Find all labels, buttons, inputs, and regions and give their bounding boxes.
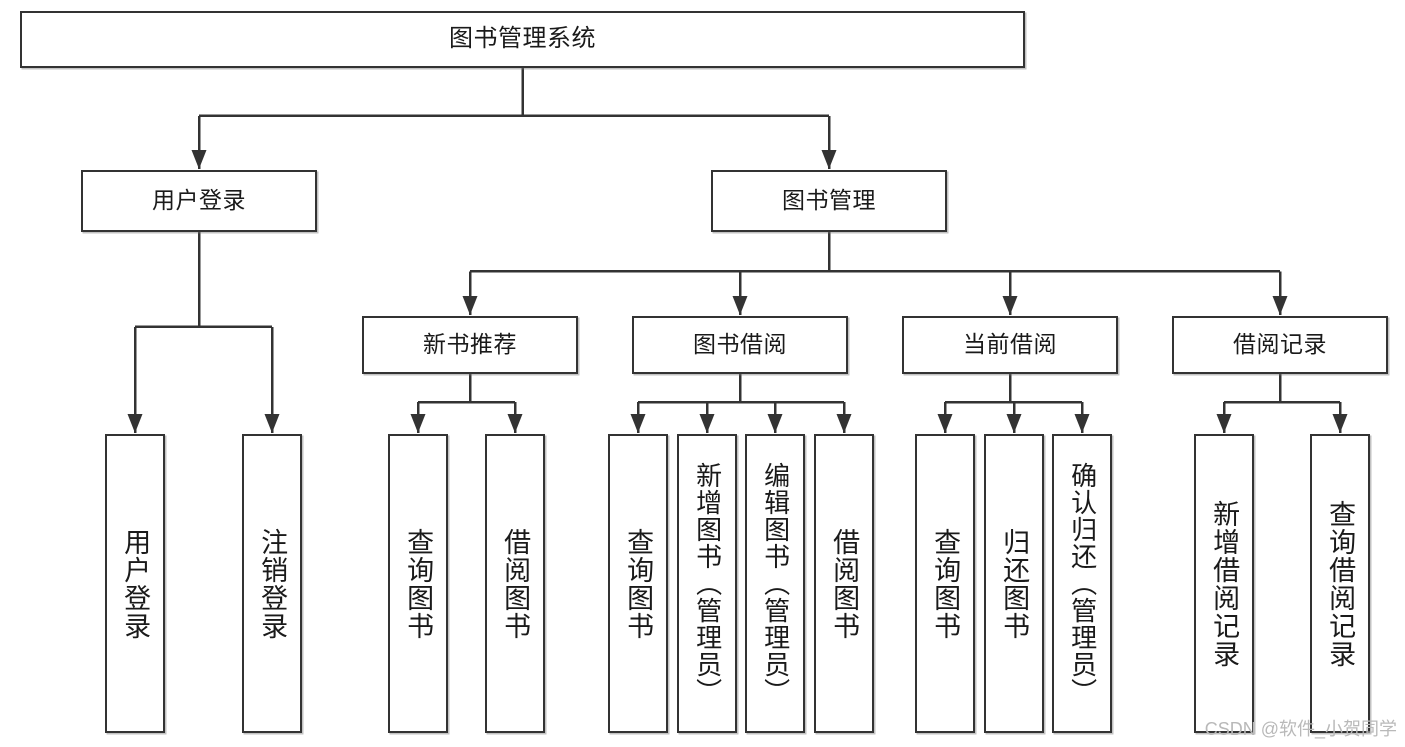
node-borrow-record[interactable]: 借阅记录: [1172, 316, 1388, 374]
node-leaf-query-book-1[interactable]: 查询图书: [388, 434, 448, 733]
node-root[interactable]: 图书管理系统: [20, 11, 1025, 68]
node-label: 图书管理系统: [449, 25, 596, 53]
node-current-borrow[interactable]: 当前借阅: [902, 316, 1118, 374]
node-label: 新增图书（管理员）: [692, 462, 723, 705]
node-label: 当前借阅: [963, 331, 1057, 358]
node-label: 编辑图书（管理员）: [760, 462, 791, 705]
node-label: 新增借阅记录: [1209, 499, 1240, 668]
node-label: 查询借阅记录: [1325, 499, 1356, 668]
node-label: 查询图书: [403, 527, 434, 640]
node-leaf-query-record[interactable]: 查询借阅记录: [1310, 434, 1370, 733]
node-leaf-confirm-return[interactable]: 确认归还（管理员）: [1052, 434, 1112, 733]
node-leaf-return-book[interactable]: 归还图书: [984, 434, 1044, 733]
watermark: CSDN @软件_小贺同学: [1204, 719, 1397, 739]
node-label: 借阅图书: [829, 527, 860, 640]
node-label: 借阅记录: [1233, 331, 1327, 358]
node-label: 查询图书: [623, 527, 654, 640]
node-label: 注销登录: [257, 527, 288, 640]
node-book-borrow[interactable]: 图书借阅: [632, 316, 848, 374]
node-label: 借阅图书: [500, 527, 531, 640]
node-leaf-edit-book[interactable]: 编辑图书（管理员）: [745, 434, 805, 733]
node-leaf-add-book[interactable]: 新增图书（管理员）: [677, 434, 737, 733]
node-leaf-borrow-book-2[interactable]: 借阅图书: [814, 434, 874, 733]
node-label: 归还图书: [999, 527, 1030, 640]
node-leaf-query-book-2[interactable]: 查询图书: [608, 434, 668, 733]
node-label: 图书借阅: [693, 331, 787, 358]
node-book-manage[interactable]: 图书管理: [711, 170, 947, 232]
node-new-book-rec[interactable]: 新书推荐: [362, 316, 578, 374]
node-leaf-logout[interactable]: 注销登录: [242, 434, 302, 733]
node-user-login[interactable]: 用户登录: [81, 170, 317, 232]
node-leaf-borrow-book-1[interactable]: 借阅图书: [485, 434, 545, 733]
node-leaf-query-book-3[interactable]: 查询图书: [915, 434, 975, 733]
node-leaf-user-login[interactable]: 用户登录: [105, 434, 165, 733]
node-label: 确认归还（管理员）: [1067, 462, 1098, 705]
node-label: 图书管理: [782, 187, 876, 214]
node-leaf-add-record[interactable]: 新增借阅记录: [1194, 434, 1254, 733]
node-label: 查询图书: [930, 527, 961, 640]
node-label: 用户登录: [120, 527, 151, 640]
node-label: 新书推荐: [423, 331, 517, 358]
node-label: 用户登录: [152, 187, 246, 214]
